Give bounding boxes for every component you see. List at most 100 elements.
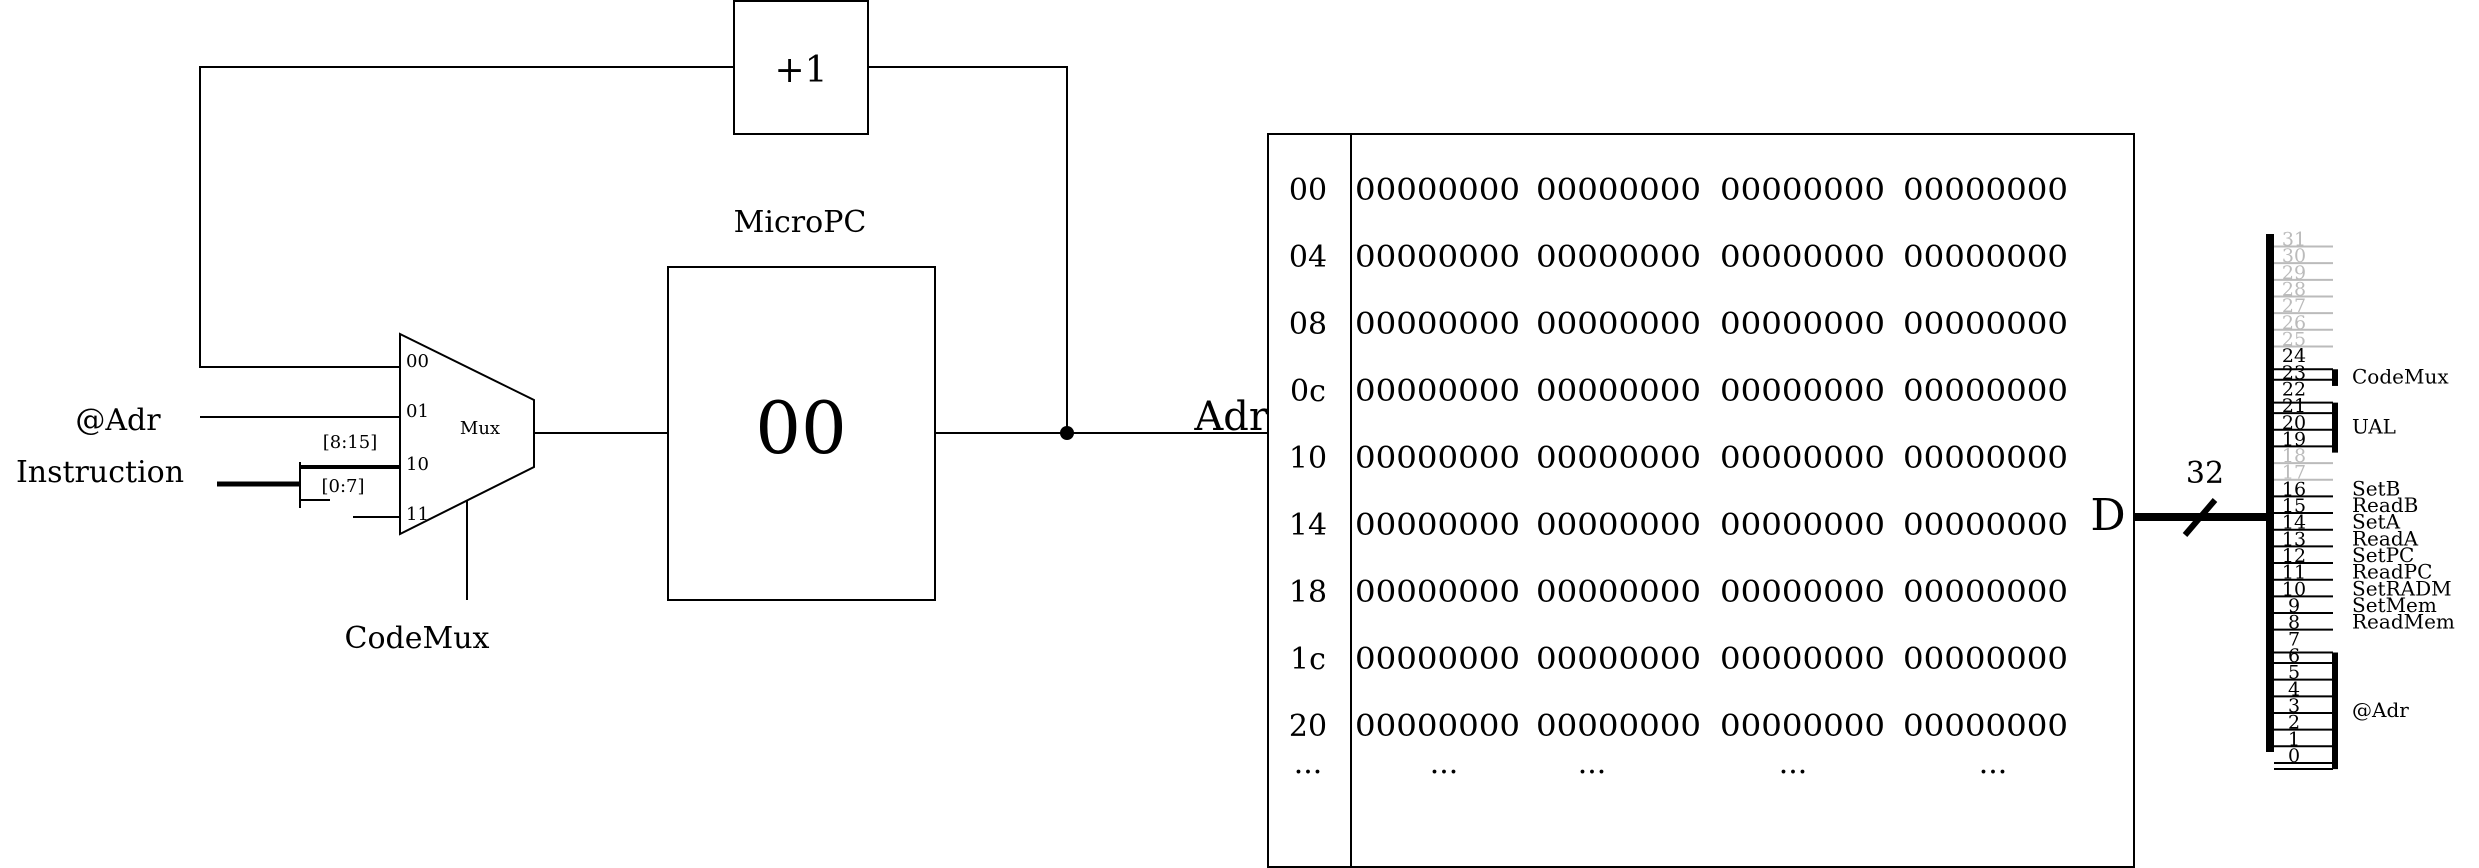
memory-word: 00000000 [1903,642,2068,677]
memory-word: 00000000 [1355,709,1520,744]
bit-number: 23 [2282,362,2306,384]
bit-number: 0 [2288,745,2300,767]
bit-field-breakout: 3130292827262524232221201918171615141312… [2266,228,2455,770]
feedback-loop [199,66,1068,433]
bit-row: 20 [2274,412,2333,434]
bit-row: 26 [2274,312,2333,334]
bus-width-label: 32 [2186,456,2224,491]
memory-col1-ellipsis: ··· [1430,755,1459,790]
memory-word: 00000000 [1355,575,1520,610]
mux-input-11-label: 11 [406,504,429,525]
bit-number: 15 [2282,495,2306,517]
bit-number: 22 [2282,378,2306,400]
bit-row: 28 [2274,278,2333,300]
bit-number: 20 [2282,412,2306,434]
control-signal-label: SetB [2352,476,2400,500]
memory-word: 00000000 [1536,374,1701,409]
incrementer-label: +1 [774,50,827,91]
bit-row: 10 [2274,578,2333,600]
memory-word: 00000000 [1536,173,1701,208]
bit-row: 4 [2274,678,2333,700]
memory-row-address: 08 [1289,307,1327,342]
memory-row-address: 18 [1289,575,1327,610]
bit-number: 12 [2282,545,2306,567]
instruction-input-label: Instruction [16,455,184,490]
control-signal-label: SetRADM [2352,576,2452,600]
bit-number: 8 [2288,612,2300,634]
bit-group-label: @Adr [2352,698,2409,722]
memory-word: 00000000 [1536,508,1701,543]
control-signal-label: ReadPC [2352,560,2432,584]
bit-number: 18 [2282,445,2306,467]
bit-row: 18 [2274,445,2333,467]
mux: 00 01 10 11 Mux CodeMux [345,332,668,656]
memory-row-address: 04 [1289,240,1327,275]
instruction-split-high-label: [8:15] [323,432,377,453]
memory-word: 00000000 [1903,173,2068,208]
memory-word: 00000000 [1903,575,2068,610]
bit-number: 31 [2282,228,2306,250]
memory-data-port-label: D [2090,490,2125,541]
bit-number: 14 [2282,512,2306,534]
control-signal-label: SetPC [2352,543,2414,567]
bit-row: 16 [2274,478,2333,500]
memory-word: 00000000 [1355,642,1520,677]
bit-row: 1 [2274,728,2333,750]
micropc-box [667,266,936,601]
bit-number: 7 [2288,628,2300,650]
memory-word: 00000000 [1355,240,1520,275]
bit-signals: SetBReadBSetAReadASetPCReadPCSetRADMSetM… [2352,476,2455,633]
memory-word: 00000000 [1536,441,1701,476]
mux-input-00-label: 00 [406,351,429,372]
memory-col4-ellipsis: ··· [1979,755,2008,790]
bit-number: 13 [2282,528,2306,550]
memory-word: 00000000 [1355,374,1520,409]
wire-pc-to-incrementer [868,66,1068,433]
bit-row: 7 [2288,628,2300,650]
bit-number: 26 [2282,312,2306,334]
bit-row: 3 [2274,695,2333,717]
bit-row: 14 [2274,512,2333,534]
bit-row: 2 [2274,712,2333,734]
bit-row: 0 [2274,745,2333,767]
bit-row: 27 [2274,295,2333,317]
bit-number: 24 [2282,345,2306,367]
memory-word: 00000000 [1720,173,1885,208]
bit-number: 6 [2288,645,2300,667]
memory-word: 00000000 [1903,307,2068,342]
memory-word: 00000000 [1720,575,1885,610]
micropc-value: 00 [755,386,847,470]
micropc-title: MicroPC [734,205,867,240]
bit-row: 9 [2274,595,2333,617]
memory-row-address: 0c [1290,374,1326,409]
bit-number: 28 [2282,278,2306,300]
mux-inputs: @Adr Instruction [8:15] [0:7] [16,403,400,518]
memory-word: 00000000 [1355,173,1520,208]
bit-number: 3 [2288,695,2300,717]
bit-row: 6 [2274,645,2333,667]
bit-row: 31 [2274,228,2333,250]
bit-group: UAL [2274,401,2396,453]
codemux-select-label: CodeMux [345,621,490,656]
bit-number: 2 [2288,712,2300,734]
memory-word: 00000000 [1355,307,1520,342]
control-signal-label: ReadA [2352,526,2419,550]
memory-box [1267,133,2135,868]
wire-incrementer-to-mux [199,66,734,368]
bit-row: 23 [2274,362,2333,384]
junction-dot [1060,426,1074,440]
control-signal-label: ReadMem [2352,610,2455,634]
memory-word: 00000000 [1355,441,1520,476]
bit-row: 15 [2274,495,2333,517]
memory-word: 00000000 [1903,374,2068,409]
memory-word: 00000000 [1720,642,1885,677]
bit-number: 17 [2282,462,2306,484]
